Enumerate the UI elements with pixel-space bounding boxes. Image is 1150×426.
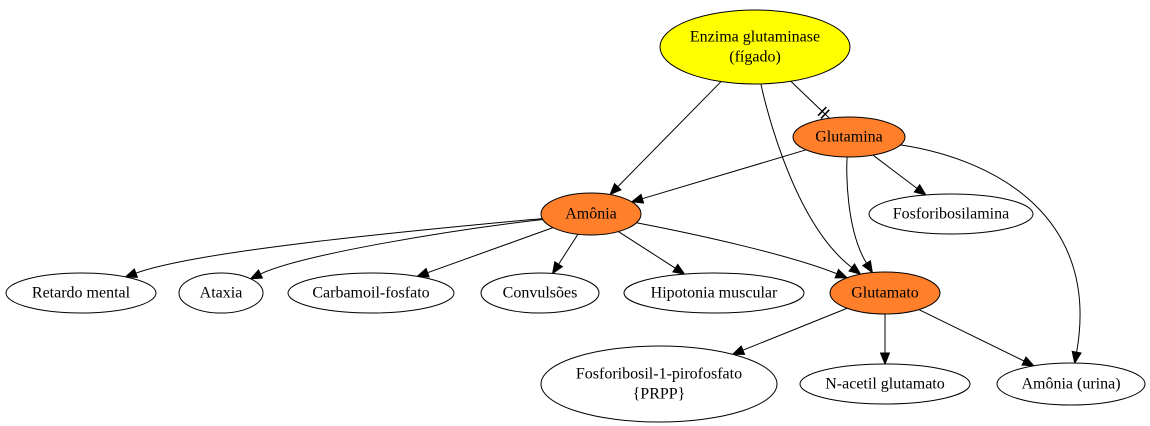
node-label: {PRPP} (633, 386, 686, 403)
node-label: Glutamato (851, 285, 919, 302)
arrowhead (672, 263, 686, 275)
node-ellipse (287, 272, 455, 314)
arrowhead (848, 263, 862, 275)
node-glutamina[interactable]: Glutamina (792, 116, 906, 158)
edge-amonia-to-carbamoil (416, 227, 554, 278)
edge-enzima-to-amonia (609, 81, 722, 196)
arrowhead (1071, 350, 1082, 365)
edge-line (636, 222, 837, 275)
node-ellipse (659, 9, 851, 85)
edge-glutamato-to-nacetil (879, 314, 891, 366)
edge-line (790, 80, 830, 119)
edge-line (260, 218, 543, 275)
node-label: N-acetil glutamato (825, 376, 945, 393)
node-ellipse (5, 272, 157, 314)
edge-amonia-to-ataxia (249, 218, 543, 280)
node-ellipse (996, 362, 1146, 406)
node-glutamato[interactable]: Glutamato (829, 271, 941, 315)
node-retardo[interactable]: Retardo mental (5, 272, 157, 314)
arrowhead (834, 268, 849, 279)
node-label: Hipotonia muscular (651, 285, 778, 302)
arrowhead (609, 182, 622, 196)
edge-enzima-to-glutamato (760, 83, 862, 275)
node-ellipse (792, 116, 906, 158)
node-ellipse (829, 271, 941, 315)
node-ellipse (623, 272, 805, 314)
node-hipotonia[interactable]: Hipotonia muscular (623, 272, 805, 314)
edge-line (618, 231, 676, 269)
arrowhead (551, 260, 564, 275)
node-label: Retardo mental (32, 285, 131, 302)
node-label: Ataxia (200, 285, 243, 302)
node-ataxia[interactable]: Ataxia (178, 272, 264, 314)
arrowhead (861, 260, 874, 274)
node-amonia_urina[interactable]: Amônia (urina) (996, 362, 1146, 406)
edge-line (742, 307, 848, 351)
node-label: Amônia (urina) (1021, 376, 1120, 393)
node-fosforibosilamina[interactable]: Fosforibosilamina (868, 193, 1034, 235)
node-convulsoes[interactable]: Convulsões (480, 272, 600, 314)
inhibition-bar (820, 109, 830, 119)
edge-line (617, 81, 722, 188)
arrowhead (731, 345, 746, 355)
node-prpp[interactable]: Fosforibosil-1-pirofosfato {PRPP} (540, 345, 778, 423)
edge-enzima-to-glutamina (790, 80, 830, 119)
node-ellipse (868, 193, 1034, 235)
edge-line (918, 309, 1025, 362)
node-label: Fosforibosil-1-pirofosfato (576, 366, 742, 383)
edge-line (642, 149, 807, 200)
node-ellipse (178, 272, 264, 314)
inhibition-bar (817, 106, 827, 117)
edge-glutamina-to-amonia (630, 149, 807, 204)
node-ellipse (540, 345, 778, 423)
node-ellipse (540, 192, 642, 236)
node-amonia[interactable]: Amônia (540, 192, 642, 236)
arrowhead (124, 268, 139, 278)
node-label: (fígado) (729, 49, 781, 66)
node-label: Fosforibosilamina (893, 206, 1009, 223)
node-ellipse (480, 272, 600, 314)
arrowhead (630, 193, 645, 204)
nodes-layer: Enzima glutaminase (fígado) GlutaminaAmôni… (5, 9, 1146, 423)
edge-line (135, 218, 543, 274)
edge-amonia-to-glutamato (636, 222, 849, 279)
node-label: Convulsões (503, 285, 578, 302)
arrowhead (416, 267, 430, 278)
edge-glutamato-to-amonia_urina (918, 309, 1036, 367)
arrowhead (249, 269, 264, 280)
node-enzima[interactable]: Enzima glutaminase (fígado) (659, 9, 851, 85)
node-label: Enzima glutaminase (690, 29, 820, 46)
edge-line (872, 154, 918, 189)
edge-line (427, 227, 554, 274)
edge-line (900, 144, 1081, 353)
arrowhead (1021, 356, 1036, 367)
node-ellipse (799, 363, 971, 405)
edges-layer (124, 80, 1082, 367)
edge-amonia-to-hipotonia (618, 231, 686, 275)
node-carbamoil[interactable]: Carbamoil-fosfato (287, 272, 455, 314)
node-nacetil[interactable]: N-acetil glutamato (799, 363, 971, 405)
edge-line (760, 83, 853, 268)
edge-glutamina-to-amonia_urina (900, 144, 1082, 365)
node-label: Carbamoil-fosfato (312, 285, 429, 302)
node-label: Amônia (565, 206, 617, 223)
edge-line (558, 233, 579, 265)
edge-glutamato-to-prpp (731, 307, 848, 355)
arrowhead (913, 183, 927, 196)
edge-line (846, 156, 867, 264)
arrowhead (879, 352, 891, 366)
edge-glutamina-to-fosforibosilamina (872, 154, 927, 196)
edge-glutamina-to-glutamato (846, 156, 874, 274)
edge-amonia-to-retardo (124, 218, 543, 278)
edge-amonia-to-convulsoes (551, 233, 579, 275)
node-label: Glutamina (815, 129, 883, 146)
